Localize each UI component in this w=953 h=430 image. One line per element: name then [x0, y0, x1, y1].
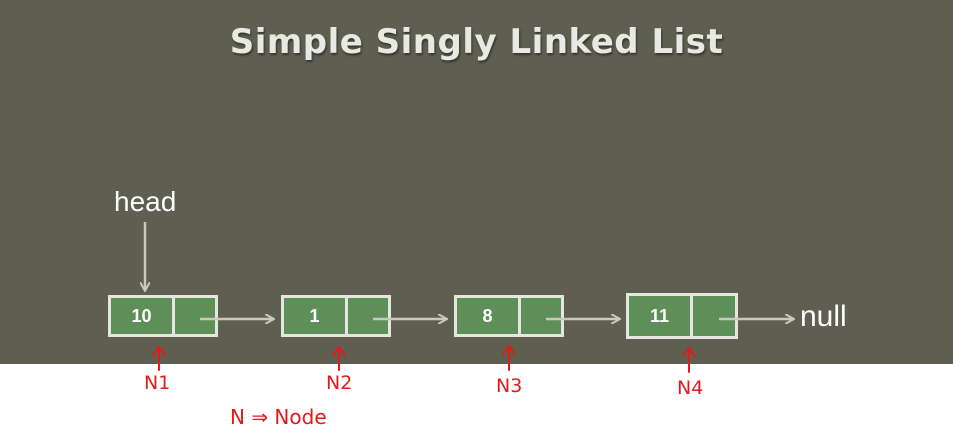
node-2-value: 1	[284, 298, 348, 334]
annotation-arrow-n1	[152, 345, 166, 371]
node-1: 10	[108, 295, 218, 337]
node-3: 8	[454, 295, 564, 337]
node-tag-n4: N4	[677, 377, 704, 399]
node-tag-n1: N1	[144, 372, 171, 394]
annotation-arrow-n4	[682, 346, 696, 373]
node-1-value: 10	[111, 298, 175, 334]
node-4-value: 11	[629, 296, 693, 336]
node-tag-n2: N2	[326, 372, 353, 394]
legend-note: N ⇒ Node	[230, 405, 327, 429]
diagram-title: Simple Singly Linked List	[229, 22, 724, 62]
null-label: null	[800, 300, 847, 333]
node-tag-n3: N3	[496, 375, 523, 397]
node-2: 1	[281, 295, 391, 337]
node-3-value: 8	[457, 298, 521, 334]
head-label: head	[114, 186, 177, 217]
annotation-arrow-n2	[332, 345, 346, 371]
annotation-arrow-n3	[502, 344, 516, 371]
slide-background: Simple Singly Linked List head 10 1 8 11…	[0, 0, 953, 364]
node-4: 11	[626, 293, 738, 339]
